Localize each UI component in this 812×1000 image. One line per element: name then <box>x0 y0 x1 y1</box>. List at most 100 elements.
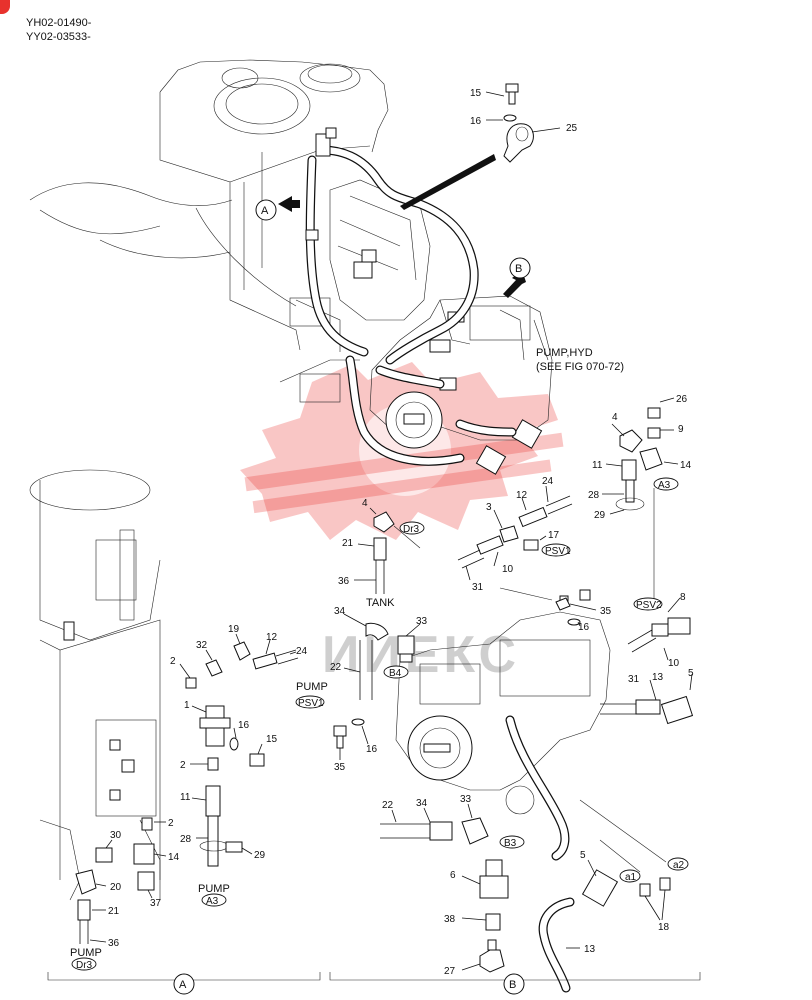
view-label-b: B <box>515 263 522 275</box>
fitting-cluster-a3: 26 4 9 11 14 28 29 A3 <box>588 394 692 600</box>
callout-29-a: 29 <box>254 850 266 861</box>
callout-21-tank: 21 <box>342 538 354 549</box>
callout-21-a: 21 <box>108 906 120 917</box>
callout-31-mid: 31 <box>472 582 484 593</box>
callout-15-a: 15 <box>266 734 278 745</box>
watermark-text: ИИЕКС <box>322 626 520 684</box>
callout-18: 18 <box>658 922 670 933</box>
view-a-structure <box>29 469 161 901</box>
callout-32: 32 <box>196 640 208 651</box>
callout-8: 8 <box>680 592 686 603</box>
callout-13-lower: 13 <box>584 944 596 955</box>
callout-37: 37 <box>150 898 162 909</box>
view-label-a: A <box>261 205 269 217</box>
ref-a2: a2 <box>673 860 685 871</box>
callout-11-a: 11 <box>180 792 191 803</box>
hose-fittings-b4: 34 33 22 35 16 B4 <box>330 606 428 773</box>
callout-29-right: 29 <box>594 510 606 521</box>
view-arrow-b: B <box>503 257 531 298</box>
callout-36-a: 36 <box>108 938 120 949</box>
callout-38: 38 <box>444 914 456 925</box>
callout-36-tank: 36 <box>338 576 350 587</box>
callout-3: 3 <box>486 502 492 513</box>
callout-2-a2: 2 <box>180 760 186 771</box>
callout-1: 1 <box>184 700 190 711</box>
callout-34-lower: 34 <box>416 798 428 809</box>
callout-28-a: 28 <box>180 834 192 845</box>
callout-13-b: 13 <box>652 672 664 683</box>
tank-label: TANK <box>366 597 395 609</box>
callout-5-lower: 5 <box>580 850 586 861</box>
callout-33-lower: 33 <box>460 794 472 805</box>
callout-28-right: 28 <box>588 490 600 501</box>
callout-35-b: 35 <box>600 606 612 617</box>
ref-b3: B3 <box>504 838 517 849</box>
ref-a1: a1 <box>625 872 637 883</box>
bracket-label-a: A <box>179 979 187 991</box>
callout-25: 25 <box>566 123 578 134</box>
callout-27: 27 <box>444 966 456 977</box>
callout-30: 30 <box>110 830 122 841</box>
callout-26: 26 <box>676 394 688 405</box>
callout-17: 17 <box>548 530 560 541</box>
callout-2-a: 2 <box>170 656 176 667</box>
view-a-fittings: 2 32 19 12 24 PUMP PSV1 1 16 15 2 11 28 … <box>70 624 328 971</box>
detail-pointer <box>400 154 496 210</box>
callout-4-tank: 4 <box>362 498 368 509</box>
ref-a3-a: A3 <box>206 896 219 907</box>
view-b-bracket: B <box>329 972 701 995</box>
callout-22-lower: 22 <box>382 800 394 811</box>
callout-16-a: 16 <box>238 720 250 731</box>
callout-14-right: 14 <box>680 460 692 471</box>
callout-16-b: 16 <box>578 622 590 633</box>
view-a-bracket: A <box>47 972 321 995</box>
callout-19: 19 <box>228 624 240 635</box>
callout-10-mid: 10 <box>502 564 514 575</box>
fitting-cluster-psv1: 12 24 3 17 10 31 PSV1 <box>457 476 573 593</box>
callout-5-b: 5 <box>688 668 694 679</box>
ref-dr3-a: Dr3 <box>76 960 93 971</box>
callout-2-a3: 2 <box>168 818 174 829</box>
callout-15-top: 15 <box>470 88 482 99</box>
ref-b4: B4 <box>389 668 402 679</box>
engine-outline <box>29 59 389 403</box>
pump-hyd-label: PUMP,HYD <box>536 347 593 359</box>
callout-16-top: 16 <box>470 116 482 127</box>
bracket-label-b: B <box>509 979 516 991</box>
callout-6: 6 <box>450 870 456 881</box>
ref-dr3-mid: Dr3 <box>403 524 420 535</box>
callout-4-right: 4 <box>612 412 618 423</box>
serial-range-2: YY02-03533- <box>26 31 91 43</box>
callout-24-mid: 24 <box>542 476 554 487</box>
watermark-logo: ИИЕКС <box>240 362 564 684</box>
pump-view-b: 35 16 8 10 31 13 5 PSV2 <box>395 587 694 861</box>
callout-33-upper: 33 <box>416 616 428 627</box>
ref-psv1-mid: PSV1 <box>545 546 571 557</box>
lower-fittings-b3: 22 34 33 B3 6 38 27 5 13 18 a1 a2 <box>380 794 689 993</box>
hydraulic-pump-assembly <box>369 295 553 475</box>
callout-11-right: 11 <box>592 460 603 471</box>
callout-35-left: 35 <box>334 762 346 773</box>
callout-22-upper: 22 <box>330 662 342 673</box>
callout-9: 9 <box>678 424 684 435</box>
corner-marker <box>0 0 10 14</box>
see-fig-label: (SEE FIG 070-72) <box>536 361 624 373</box>
callout-12-mid: 12 <box>516 490 528 501</box>
callout-16-left: 16 <box>366 744 378 755</box>
tank-drain-fittings: 4 21 36 TANK Dr3 <box>338 498 425 609</box>
ref-psv2: PSV2 <box>636 600 662 611</box>
callout-10-b: 10 <box>668 658 680 669</box>
callout-34-upper: 34 <box>334 606 346 617</box>
ref-a3-right: A3 <box>658 480 671 491</box>
callout-31-b: 31 <box>628 674 640 685</box>
callout-12-a: 12 <box>266 632 278 643</box>
pump-label-a3: PUMP <box>198 883 230 895</box>
main-hoses <box>305 127 517 466</box>
serial-header: YH02-01490- YY02-03533- <box>26 16 91 44</box>
serial-range-1: YH02-01490- <box>26 17 92 29</box>
ref-psv1-a: PSV1 <box>298 698 324 709</box>
clamp-detail: 15 16 25 <box>470 83 578 163</box>
callout-20: 20 <box>110 882 122 893</box>
pump-label-dr3: PUMP <box>70 947 102 959</box>
